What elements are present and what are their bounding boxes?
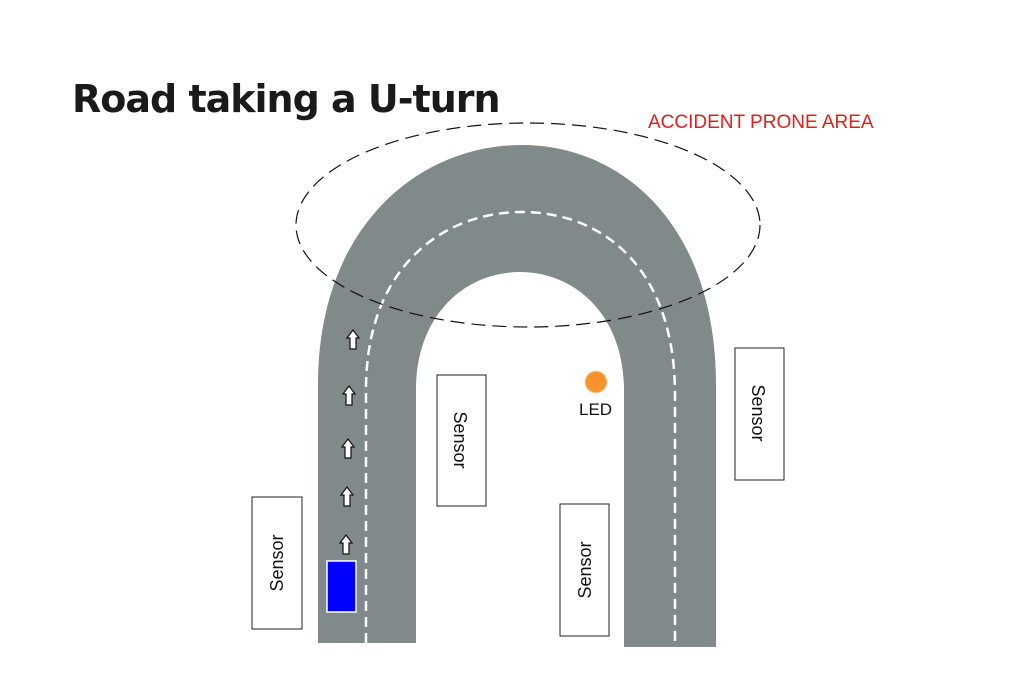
led-label: LED [579,400,612,419]
diagram-title: Road taking a U-turn [72,77,500,121]
direction-arrows [338,329,361,555]
road [318,145,716,647]
sensor-label: Sensor [575,541,595,598]
up-arrow-icon [345,329,361,350]
sensor-label: Sensor [748,384,768,441]
led-icon [584,370,608,394]
sensor-box: Sensor [436,374,487,507]
sensor-label: Sensor [267,534,287,591]
up-arrow-icon [339,486,355,507]
accident-zone-label: ACCIDENT PRONE AREA [648,112,874,133]
up-arrow-icon [341,385,357,406]
sensor-label: Sensor [450,411,470,468]
accident-prone-zone [295,122,761,328]
sensor-box: Sensor [251,496,303,630]
lane-divider [364,210,677,647]
up-arrow-icon [338,534,354,555]
sensor-box: Sensor [734,347,785,481]
sensor-box: Sensor [559,503,610,637]
car-icon [326,560,357,613]
up-arrow-icon [340,438,356,459]
